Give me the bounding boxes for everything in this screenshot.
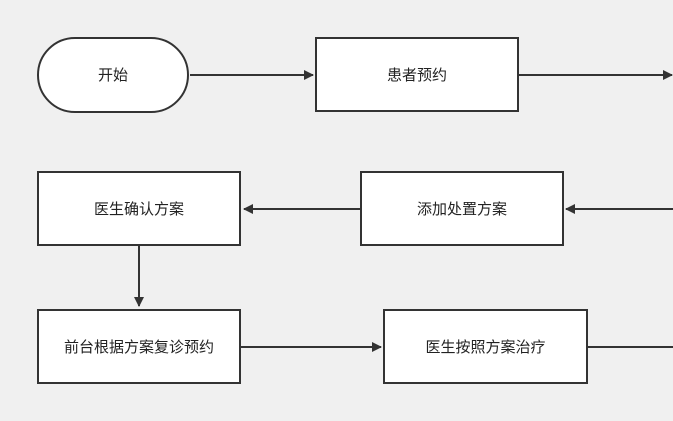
frontdesk-followup-label: 前台根据方案复诊预约 — [63, 337, 214, 356]
start-node[interactable]: 开始 — [37, 37, 189, 113]
doctor-confirm-plan-node[interactable]: 医生确认方案 — [37, 171, 241, 246]
patient-appointment-node[interactable]: 患者预约 — [315, 37, 519, 112]
start-label: 开始 — [97, 66, 128, 84]
patient-appointment-label: 患者预约 — [386, 65, 447, 84]
add-treatment-plan-label: 添加处置方案 — [416, 199, 507, 218]
doctor-treat-label: 医生按照方案治疗 — [425, 337, 546, 356]
frontdesk-followup-node[interactable]: 前台根据方案复诊预约 — [37, 309, 241, 384]
doctor-confirm-plan-label: 医生确认方案 — [93, 199, 184, 218]
add-treatment-plan-node[interactable]: 添加处置方案 — [360, 171, 564, 246]
doctor-treat-node[interactable]: 医生按照方案治疗 — [383, 309, 588, 384]
